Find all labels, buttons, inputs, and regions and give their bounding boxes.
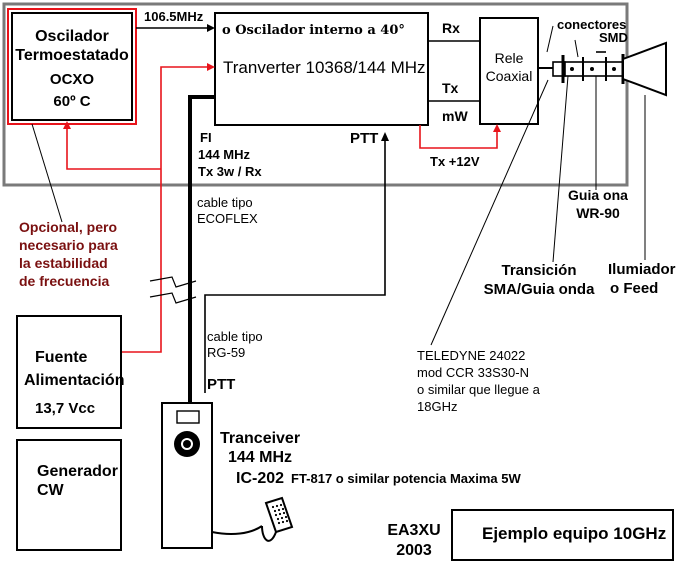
ecoflex-label-1: cable tipo (197, 195, 253, 210)
signal-106-label: 106.5MHz (144, 9, 204, 24)
transverter-title: Tranverter 10368/144 MHz (223, 58, 426, 77)
ocxo-label-4: 60º C (53, 93, 91, 110)
ocxo-label-3: OCXO (49, 71, 95, 88)
fuente-label-2: Alimentación (24, 372, 125, 389)
teledyne-label-3: o similar que llegue a (417, 382, 540, 397)
power-line-red (121, 66, 209, 353)
ocxo-box-inner (11, 12, 133, 121)
ejemplo-box (451, 509, 674, 561)
power-arrow-head (207, 63, 215, 71)
ocxo-box-outer (7, 8, 137, 125)
guia-label-2: WR-90 (576, 205, 620, 221)
opcional-label-2: necesario para (19, 237, 118, 253)
fi-label-2: 144 MHz (198, 147, 251, 162)
ft817-label: FT-817 o similar potencia Maxima 5W (291, 471, 521, 486)
rg59-label-1: cable tipo (207, 329, 263, 344)
transicion-label-2: SMA/Guia onda (483, 281, 595, 298)
ejemplo-label: Ejemplo equipo 10GHz (482, 524, 667, 543)
generador-label-1: Generador (37, 463, 118, 480)
author-label-1: EA3XU (387, 522, 441, 539)
conectores-label-2: SMD (599, 30, 628, 45)
transverter-sub-label: o Oscilador interno a 40° (222, 23, 405, 38)
ocxo-label-2: Termoestatado (15, 47, 129, 64)
relay-label-1: Rele (494, 50, 524, 66)
teledyne-label-4: 18GHz (417, 399, 458, 414)
teledyne-label-1: TELEDYNE 24022 (417, 348, 526, 363)
mw-label: mW (442, 108, 468, 124)
ecoflex-label-2: ECOFLEX (197, 211, 258, 226)
head-unit-frame (2, 2, 629, 187)
ocxo-to-transverter-arrowhead (207, 24, 215, 32)
feed-horn (622, 41, 667, 97)
tranceiver-label-2: 144 MHz (228, 449, 293, 466)
ocxo-power-arrowhead (63, 121, 71, 129)
generador-box (16, 439, 122, 551)
fi-label-1: FI (200, 130, 212, 145)
tx-label: Tx (442, 80, 459, 96)
ptt-top-label: PTT (350, 130, 379, 147)
cable-break-mark (149, 276, 197, 304)
teledyne-label-2: mod CCR 33S30-N (417, 365, 529, 380)
rx-label: Rx (442, 20, 460, 36)
ocxo-label-1: Oscilador (35, 28, 109, 45)
relay-label-2: Coaxial (485, 68, 533, 84)
author-label-2: 2003 (396, 542, 432, 559)
ptt-line (204, 140, 386, 393)
generador-label-2: CW (37, 482, 64, 499)
leader-lines (31, 25, 646, 346)
iluminador-label-1: Ilumiador (608, 261, 676, 278)
ocxo-power-line-red (66, 128, 161, 170)
relay-box (479, 17, 539, 125)
guia-label-1: Guia ona (568, 187, 628, 203)
microphone-icon (261, 496, 294, 542)
fuente-label-1: Fuente (35, 349, 88, 366)
tranceiver-label-3: IC-202 (236, 470, 285, 487)
opcional-label-4: de frecuencia (19, 273, 110, 289)
fi-label-3: Tx 3w / Rx (198, 164, 262, 179)
ptt-arrowhead (381, 132, 389, 141)
fuente-label-3: 13,7 Vcc (35, 400, 96, 417)
tx12v-arrowhead (493, 124, 501, 132)
transicion-label-1: Transición (501, 262, 577, 279)
rg59-label-2: RG-59 (207, 345, 246, 360)
iluminador-label-2: o Feed (610, 280, 659, 297)
ptt-bottom-label: PTT (207, 376, 236, 393)
tx12v-line-red (419, 125, 498, 149)
conectores-label-1: conectores (557, 17, 627, 32)
fi-coax-line (188, 95, 215, 403)
fuente-box (16, 315, 122, 429)
tranceiver-radio (161, 402, 263, 549)
opcional-label-3: la estabilidad (19, 255, 108, 271)
tranceiver-label-1: Tranceiver (220, 430, 301, 447)
transverter-box (214, 12, 429, 126)
tx12v-label: Tx +12V (430, 154, 480, 169)
opcional-label-1: Opcional, pero (19, 219, 118, 235)
